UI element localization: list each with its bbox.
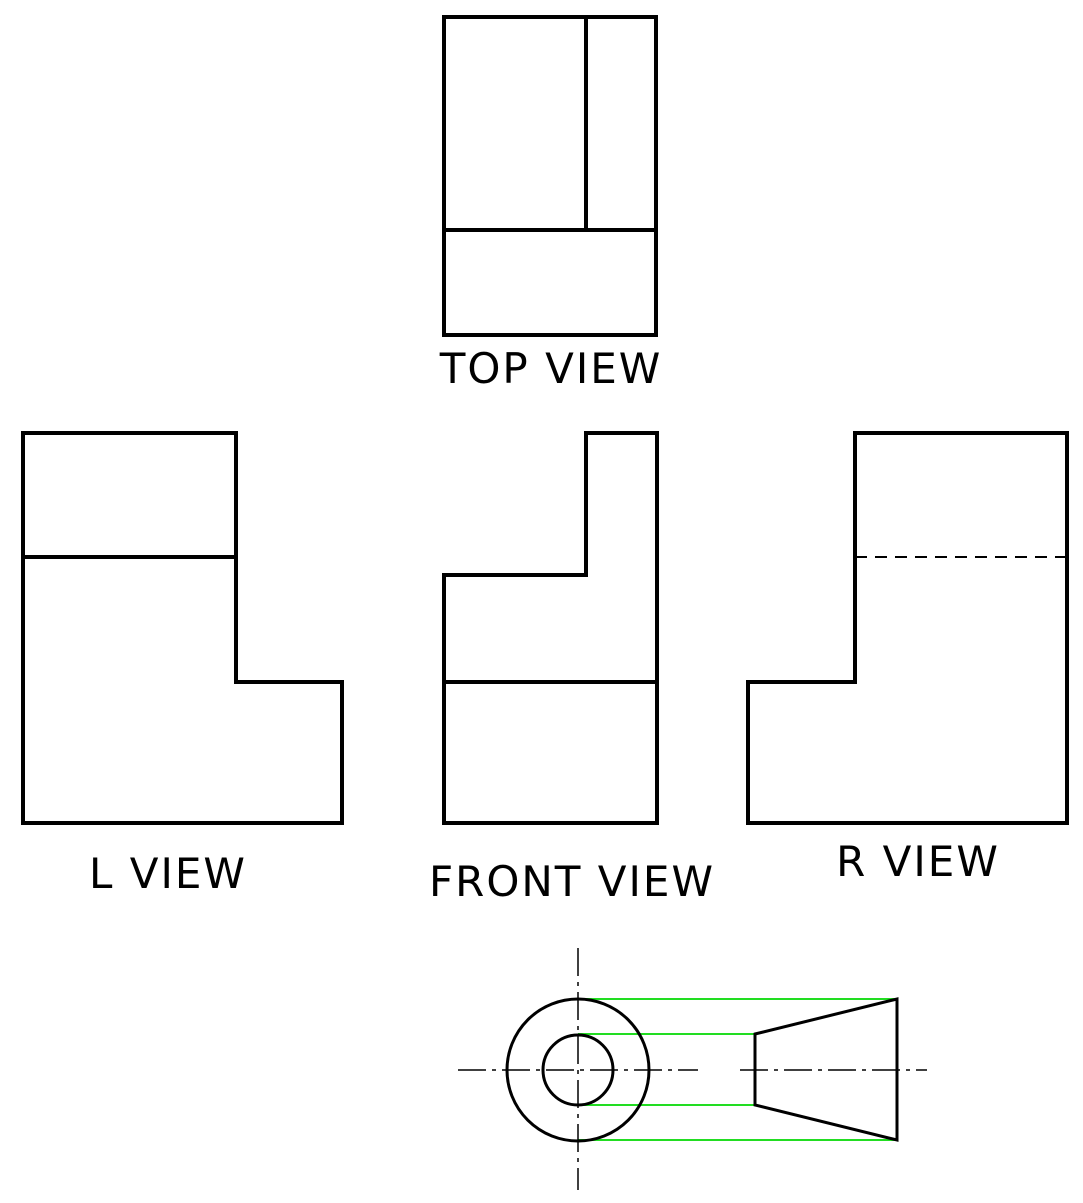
- top-view-outline: [442, 15, 658, 337]
- front-view-label: FRONT VIEW: [429, 857, 715, 906]
- top-view: TOP VIEW: [439, 15, 663, 393]
- bottom-figure: [458, 948, 927, 1190]
- top-view-label: TOP VIEW: [439, 344, 663, 393]
- left-view-label: L VIEW: [89, 849, 247, 898]
- right-view-outline: [746, 431, 1069, 825]
- frustum-outline: [753, 997, 899, 1142]
- right-view-label: R VIEW: [836, 837, 1000, 886]
- front-view-outline: [442, 431, 659, 825]
- left-view: L VIEW: [21, 431, 344, 898]
- left-view-outline: [21, 431, 344, 825]
- right-view: R VIEW: [746, 431, 1069, 886]
- front-view: FRONT VIEW: [429, 431, 715, 906]
